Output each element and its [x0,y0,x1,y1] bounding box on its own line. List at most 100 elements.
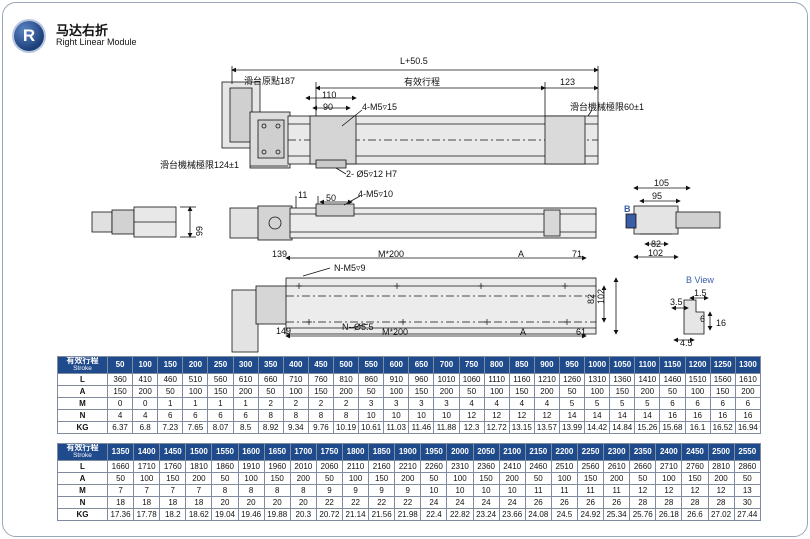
table-cell: 16.1 [684,421,711,434]
table-cell: 100 [182,385,209,398]
table-cell: 20 [289,496,317,509]
table-cell: 20 [211,496,239,509]
table-cell: 7 [159,484,187,497]
table-cell: 8.92 [257,421,284,434]
label-dim-1-5: 1.5 [694,288,707,298]
table-cell: 14.42 [584,421,611,434]
table-cell: 28 [681,496,709,509]
label-slide-origin: 滑台原點187 [244,75,295,86]
table-cell: 200 [232,385,259,398]
stroke-header-value: 1150 [659,356,686,374]
label-dim-71: 71 [572,249,582,259]
table-cell: 28 [707,496,735,509]
label-hole-m5-10: 4-M5▿10 [358,189,393,199]
table-cell: 7.65 [182,421,209,434]
table-cell: 26 [524,496,552,509]
label-b-view: B View [686,275,714,285]
stroke-header-value: 1350 [106,443,135,461]
table-cell: 150 [307,385,334,398]
table-cell: 22.4 [420,508,448,521]
table-cell: 200 [289,472,317,485]
table-cell: 23.66 [498,508,526,521]
stroke-header-value: 1300 [734,356,762,374]
table-cell: 6 [207,409,234,422]
table-cell: 2510 [550,460,578,473]
table-cell: 2 [282,397,309,410]
table-cell: 100 [655,472,683,485]
table-cell: 8.07 [207,421,234,434]
table-cell: 19.88 [263,508,291,521]
table-cell: 24 [446,496,474,509]
table-cell: 10 [446,484,474,497]
table-cell: 0 [132,397,159,410]
top-view [221,66,599,175]
table-cell: 26 [576,496,605,509]
table-cell: 200 [533,385,560,398]
table-cell: 6 [734,397,762,410]
table-cell: 13.15 [508,421,535,434]
stroke-header-value: 450 [307,356,334,374]
table-cell: 24.08 [524,508,552,521]
table-cell: 17.78 [133,508,161,521]
table-cell: 5 [634,397,661,410]
table-cell: 1610 [734,373,762,386]
table-cell: 200 [132,385,159,398]
table-cell: 22 [315,496,343,509]
stroke-header-value: 2350 [629,443,657,461]
row-label: M [57,484,108,497]
table-cell: 11.46 [408,421,435,434]
table-cell: 50 [257,385,284,398]
table-cell: 2660 [629,460,657,473]
table-cell: 9 [368,484,396,497]
table-cell: 1 [207,397,234,410]
table-cell: 510 [182,373,209,386]
table-cell: 26 [603,496,631,509]
table-cell: 24 [420,496,448,509]
stroke-header-value: 300 [232,356,259,374]
table-cell: 2610 [603,460,631,473]
header-titles: 马达右折 Right Linear Module [56,23,137,48]
table-cell: 8 [211,484,239,497]
table-cell: 5 [558,397,586,410]
table-cell: 6 [684,397,711,410]
table-cell: 18 [106,496,135,509]
table-cell: 8 [237,484,265,497]
label-dim-50: 50 [326,193,336,203]
table-cell: 24 [472,496,500,509]
table-cell: 8 [332,409,360,422]
table-cell: 8.5 [232,421,259,434]
table-cell: 200 [433,385,460,398]
label-dim-11: 11 [298,190,307,200]
table-cell: 100 [383,385,410,398]
table-cell: 1260 [558,373,586,386]
table-cell: 25.76 [629,508,657,521]
table-cell: 22 [341,496,370,509]
side-view [91,195,597,241]
table-cell: 5 [584,397,611,410]
stroke-header-value: 800 [483,356,510,374]
table-cell: 30 [733,496,762,509]
table-cell: 1410 [634,373,661,386]
stroke-header-value: 1550 [211,443,239,461]
row-label: A [57,385,108,398]
table-cell: 2710 [655,460,683,473]
table-cell: 25.34 [603,508,631,521]
stroke-header-value: 850 [508,356,535,374]
table-cell: 14 [584,409,611,422]
table-cell: 16 [709,409,736,422]
table-cell: 1160 [508,373,535,386]
title-en: Right Linear Module [56,37,137,48]
table-cell: 1560 [709,373,736,386]
table-cell: 150 [508,385,535,398]
stroke-header-value: 2250 [576,443,605,461]
table-cell: 200 [498,472,526,485]
stroke-header-value: 1250 [709,356,736,374]
table-cell: 150 [263,472,291,485]
label-mech-limit-60: 滑台機械極限60±1 [570,101,644,112]
table-cell: 200 [185,472,213,485]
table-cell: 18.62 [185,508,213,521]
table-cell: 10 [408,409,435,422]
table-cell: 14 [634,409,661,422]
